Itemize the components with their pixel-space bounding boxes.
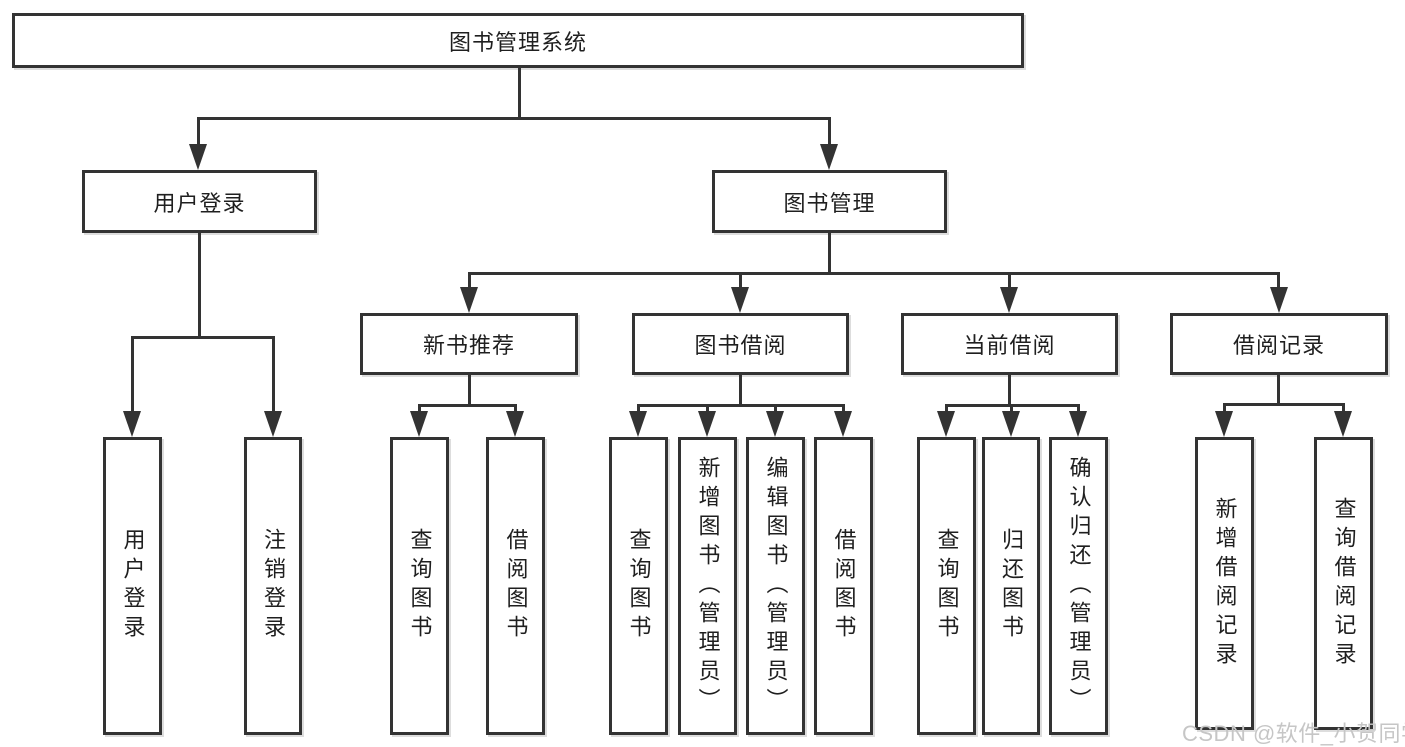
leaf-bb-borrow-book: 借阅图书 <box>814 437 873 735</box>
connector-drop <box>706 404 709 414</box>
connector-level3-branch <box>468 272 1280 275</box>
node-root: 图书管理系统 <box>12 13 1024 68</box>
connector-drop <box>1010 404 1013 414</box>
connector-stem <box>1277 375 1280 404</box>
arrow-down-icon <box>189 144 207 170</box>
connector-drop <box>945 404 948 414</box>
connector-level2-branch <box>197 117 831 120</box>
connector-drop <box>828 117 831 146</box>
connector-branch <box>637 404 845 407</box>
leaf-bb-edit-book-admin: 编辑图书（管理员） <box>746 437 805 735</box>
connector-drop <box>1277 272 1280 290</box>
leaf-cb-query-book: 查询图书 <box>917 437 976 735</box>
node-book-borrow: 图书借阅 <box>632 313 849 375</box>
connector-drop <box>1077 404 1080 414</box>
connector-branch <box>1223 403 1345 406</box>
node-current-borrow: 当前借阅 <box>901 313 1118 375</box>
node-user-login: 用户登录 <box>82 170 317 233</box>
connector-drop <box>197 117 200 146</box>
connector-drop <box>131 336 134 413</box>
connector-mgmt-stem <box>828 233 831 275</box>
connector-drop <box>637 404 640 414</box>
arrow-down-icon <box>1002 411 1020 437</box>
connector-stem <box>1008 375 1011 405</box>
arrow-down-icon <box>937 411 955 437</box>
connector-drop <box>514 404 517 414</box>
node-borrow-records: 借阅记录 <box>1170 313 1388 375</box>
leaf-user-login: 用户登录 <box>103 437 162 735</box>
connector-drop <box>418 404 421 414</box>
connector-user-stem <box>198 233 201 337</box>
connector-drop <box>739 272 742 290</box>
arrow-down-icon <box>820 144 838 170</box>
connector-stem <box>739 375 742 405</box>
connector-drop <box>774 404 777 414</box>
connector-stem <box>468 375 471 405</box>
connector-drop <box>1223 403 1226 414</box>
arrow-down-icon <box>410 411 428 437</box>
leaf-nb-query-book: 查询图书 <box>390 437 449 735</box>
leaf-cb-confirm-return-admin: 确认归还（管理员） <box>1049 437 1108 735</box>
connector-user-branch <box>131 336 275 339</box>
arrow-down-icon <box>629 411 647 437</box>
connector-drop <box>272 336 275 413</box>
connector-drop <box>1342 403 1345 414</box>
arrow-down-icon <box>123 411 141 437</box>
leaf-nb-borrow-book: 借阅图书 <box>486 437 545 735</box>
node-book-management: 图书管理 <box>712 170 947 233</box>
arrow-down-icon <box>731 287 749 313</box>
arrow-down-icon <box>1270 287 1288 313</box>
arrow-down-icon <box>1334 411 1352 437</box>
leaf-cb-return-book: 归还图书 <box>982 437 1040 735</box>
connector-root-stem <box>518 68 521 117</box>
leaf-bb-add-book-admin: 新增图书（管理员） <box>678 437 737 735</box>
connector-drop <box>468 272 471 290</box>
arrow-down-icon <box>1215 411 1233 437</box>
leaf-rec-query-record: 查询借阅记录 <box>1314 437 1373 730</box>
arrow-down-icon <box>460 287 478 313</box>
node-new-book-recommend: 新书推荐 <box>360 313 578 375</box>
leaf-user-logout: 注销登录 <box>244 437 302 735</box>
leaf-rec-add-record: 新增借阅记录 <box>1195 437 1254 730</box>
arrow-down-icon <box>766 411 784 437</box>
connector-drop <box>1008 272 1011 290</box>
arrow-down-icon <box>506 411 524 437</box>
connector-drop <box>842 404 845 414</box>
arrow-down-icon <box>264 411 282 437</box>
watermark: CSDN @软件_小贺同学 <box>1182 721 1405 746</box>
arrow-down-icon <box>698 411 716 437</box>
leaf-bb-query-book: 查询图书 <box>609 437 668 735</box>
arrow-down-icon <box>1000 287 1018 313</box>
connector-branch <box>418 404 517 407</box>
arrow-down-icon <box>834 411 852 437</box>
arrow-down-icon <box>1069 411 1087 437</box>
